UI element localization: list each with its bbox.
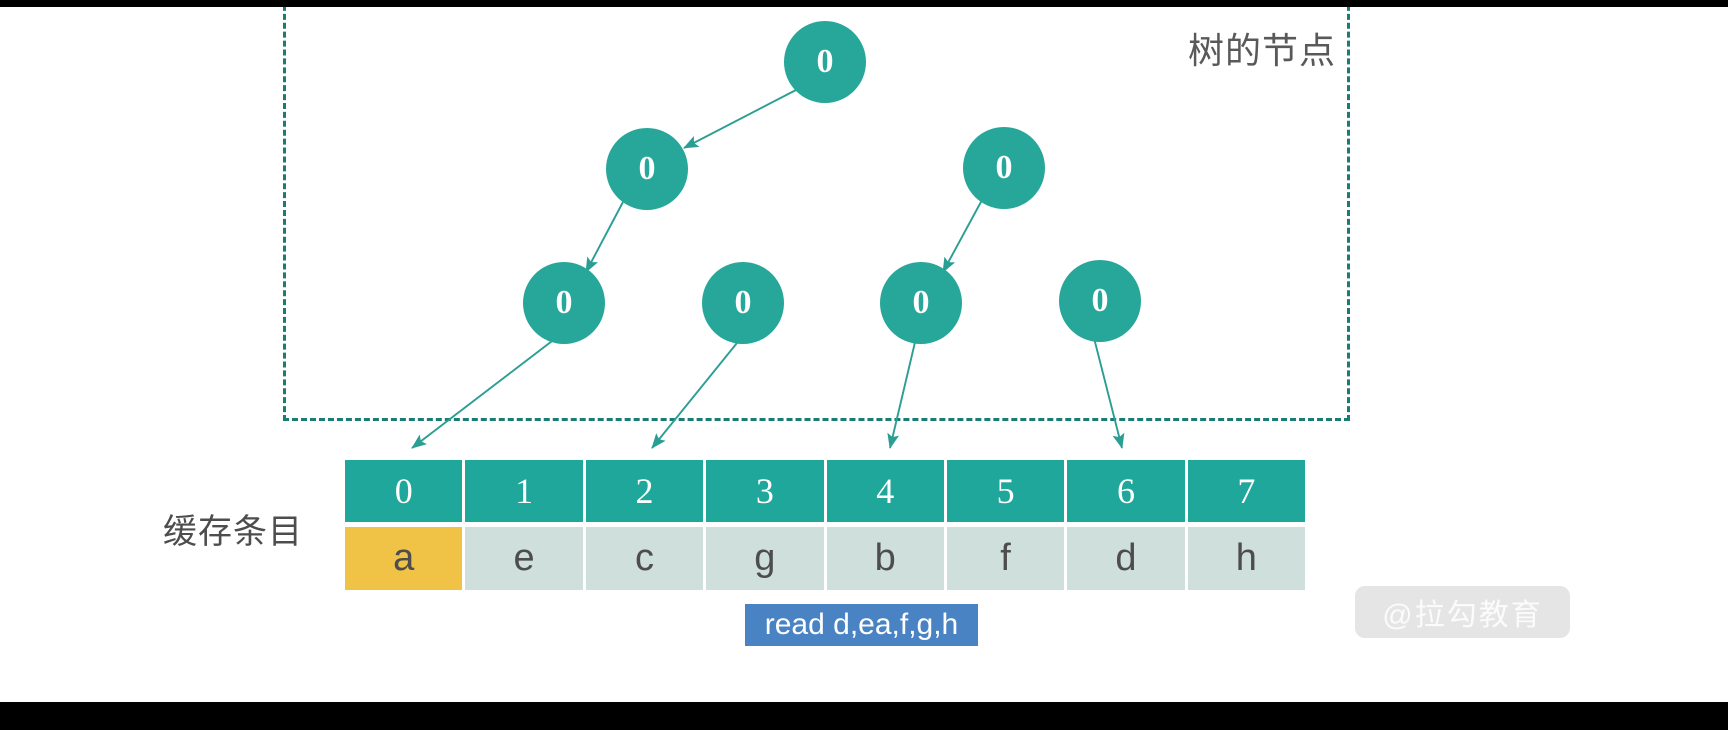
cache-index-cell-6: 6	[1067, 460, 1185, 522]
tree-node-l2c: 0	[880, 262, 962, 344]
cache-value-cell-3: g	[706, 527, 824, 590]
bottom-black-bar	[0, 702, 1728, 730]
cache-index-cell-7: 7	[1187, 460, 1305, 522]
cache-entries-label: 缓存条目	[163, 513, 303, 551]
tree-node-l2b: 0	[702, 262, 784, 344]
cache-value-cell-4: b	[826, 527, 944, 590]
tree-region-label: 树的节点	[1188, 30, 1337, 71]
tree-node-root: 0	[784, 21, 866, 103]
cache-index-cell-5: 5	[946, 460, 1065, 522]
cache-value-cell-7: h	[1187, 527, 1305, 590]
cache-index-cell-0: 0	[345, 460, 463, 522]
cache-value-cell-5: f	[946, 527, 1065, 590]
tree-node-l1b: 0	[963, 127, 1045, 209]
top-black-bar	[0, 0, 1728, 7]
cache-value-cell-2: c	[585, 527, 704, 590]
cache-index-cell-4: 4	[826, 460, 944, 522]
cache-value-cell-0: a	[345, 527, 463, 590]
tree-node-l2d: 0	[1059, 260, 1141, 342]
tree-node-l1a: 0	[606, 128, 688, 210]
cache-value-cell-6: d	[1067, 527, 1185, 590]
cache-value-cell-1: e	[465, 527, 583, 590]
read-annotation: read d,ea,f,g,h	[745, 604, 978, 646]
cache-index-cell-3: 3	[706, 460, 824, 522]
cache-index-cell-1: 1	[465, 460, 583, 522]
tree-node-l2a: 0	[523, 262, 605, 344]
watermark: @拉勾教育	[1355, 586, 1570, 638]
cache-index-cell-2: 2	[585, 460, 704, 522]
tree-region-box	[283, 0, 1350, 421]
